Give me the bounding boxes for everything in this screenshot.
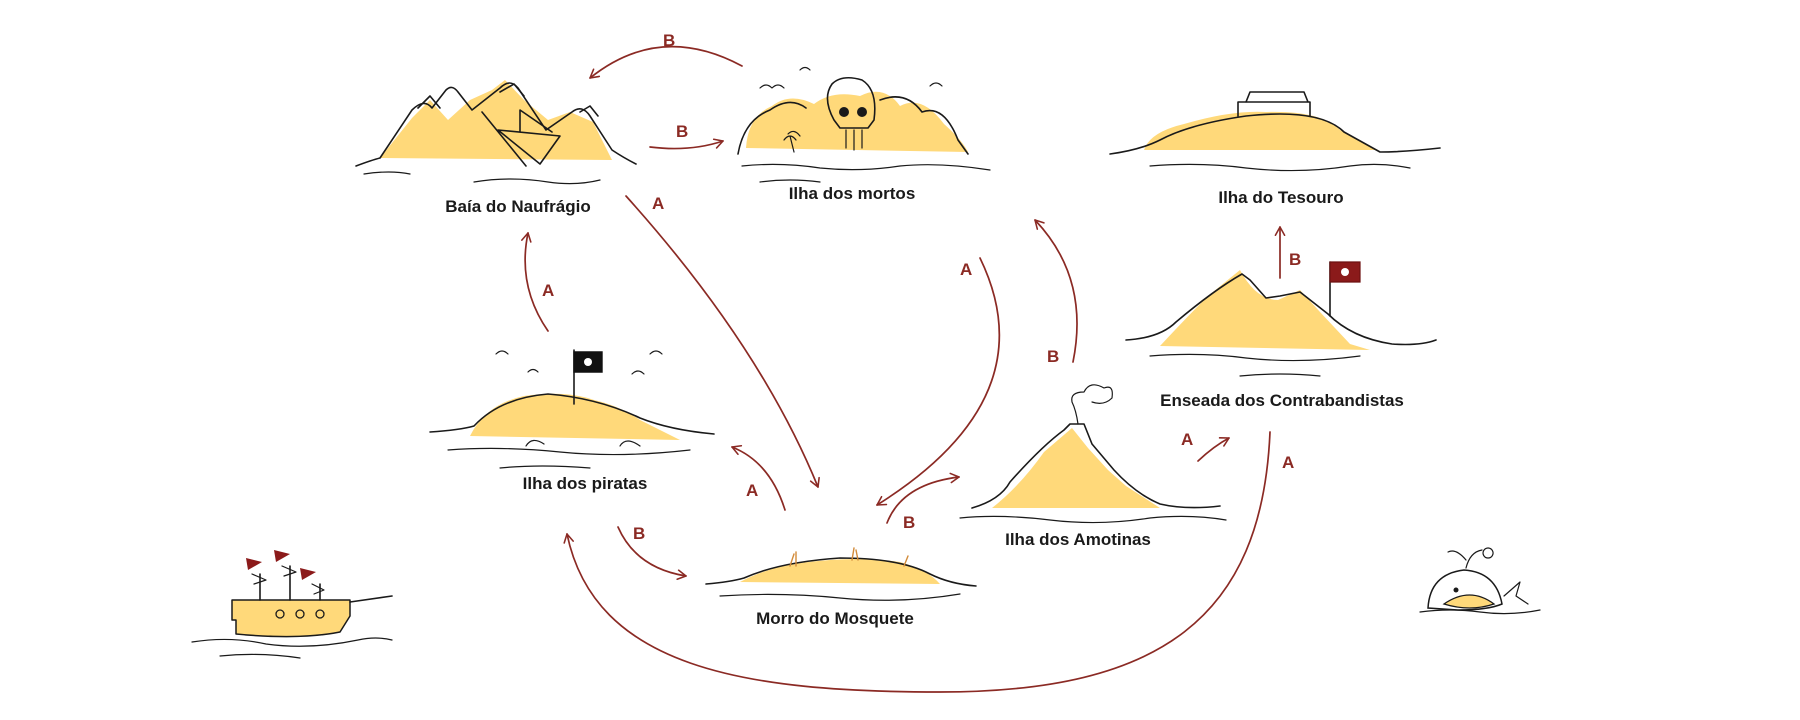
- edge-label: B: [903, 513, 915, 532]
- naufragio-water: [363, 171, 601, 185]
- edge-mosquete-amotinas: [886, 472, 960, 524]
- edge-naufragio-mortos: [649, 138, 724, 150]
- mortos-water: [741, 163, 991, 183]
- edge-label: A: [746, 481, 758, 500]
- edge-label: B: [676, 122, 688, 141]
- amotinas-water: [959, 515, 1227, 524]
- edge-label: B: [1289, 250, 1301, 269]
- edge-label: A: [652, 194, 664, 213]
- skull-icon: [826, 76, 876, 151]
- bird-icon: [759, 66, 943, 89]
- volcano-smoke-icon: [1071, 384, 1113, 425]
- edge-label: A: [1181, 430, 1193, 449]
- edge-piratas-naufragio: [521, 232, 549, 332]
- piratas-hills: [429, 393, 715, 435]
- red-flag-icon: [1329, 261, 1361, 317]
- edge-naufragio-mosquete: [625, 195, 820, 488]
- mortos-hills: [737, 96, 969, 155]
- tesouro-hills: [1109, 113, 1441, 155]
- contrabandistas-hills: [1125, 273, 1437, 346]
- black-flag-icon: [573, 349, 603, 405]
- piratas-rocks: [525, 439, 641, 447]
- edge-label: B: [633, 524, 645, 543]
- whale-icon: [1419, 547, 1541, 615]
- label-mortos: Ilha dos mortos: [789, 184, 916, 203]
- palm-icon: [783, 130, 801, 153]
- wreck-icon: [481, 109, 561, 167]
- mosquete-sand: [740, 559, 940, 584]
- amotinas-volcano: [971, 423, 1221, 509]
- treasure-chest-icon: [1237, 91, 1311, 117]
- edge-amotinas-contrabandistas: [1197, 437, 1230, 462]
- island-piratas: [429, 349, 715, 469]
- edge-label: B: [663, 31, 675, 50]
- edge-label: A: [542, 281, 554, 300]
- ship-icon: [191, 550, 393, 659]
- edge-mortos-mosquete: [876, 257, 1001, 506]
- piratas-water: [447, 447, 691, 469]
- island-mosquete: [705, 547, 977, 601]
- edge-labels-layer: B B A A A B A B B A B A: [542, 31, 1301, 543]
- naufragio-peaks: [417, 83, 599, 117]
- edge-piratas-mosquete: [617, 526, 687, 580]
- edge-contrabandistas-piratas: [563, 431, 1271, 693]
- island-mortos: [737, 66, 991, 183]
- contrabandistas-water: [1149, 353, 1361, 377]
- edges-layer: [521, 45, 1286, 693]
- piratas-sand: [470, 393, 680, 440]
- mosquete-hill: [705, 557, 977, 587]
- bird-icon: [495, 350, 663, 375]
- label-mosquete: Morro do Mosquete: [756, 609, 914, 628]
- mosquete-grass: [789, 547, 909, 567]
- label-amotinas: Ilha dos Amotinas: [1005, 530, 1151, 549]
- mosquete-water: [719, 593, 961, 601]
- label-naufragio: Baía do Naufrágio: [445, 197, 590, 216]
- tesouro-water: [1149, 163, 1411, 172]
- edge-amotinas-mortos: [1034, 219, 1078, 363]
- island-tesouro: [1109, 91, 1441, 172]
- naufragio-sand: [380, 80, 612, 160]
- amotinas-sand: [992, 428, 1160, 508]
- label-piratas: Ilha dos piratas: [523, 474, 648, 493]
- island-contrabandistas: [1125, 261, 1437, 377]
- edge-mosquete-piratas: [731, 444, 786, 511]
- contrabandistas-sand: [1160, 270, 1370, 350]
- edge-label: A: [960, 260, 972, 279]
- mortos-sand: [746, 91, 968, 152]
- island-amotinas: [959, 384, 1227, 524]
- naufragio-mountains: [355, 82, 637, 167]
- edge-label: B: [1047, 347, 1059, 366]
- tesouro-sand: [1144, 111, 1378, 150]
- island-naufragio: [355, 80, 637, 185]
- label-contrabandistas: Enseada dos Contrabandistas: [1160, 391, 1404, 410]
- edge-mortos-naufragio: [589, 45, 743, 79]
- edge-label: A: [1282, 453, 1294, 472]
- label-tesouro: Ilha do Tesouro: [1218, 188, 1343, 207]
